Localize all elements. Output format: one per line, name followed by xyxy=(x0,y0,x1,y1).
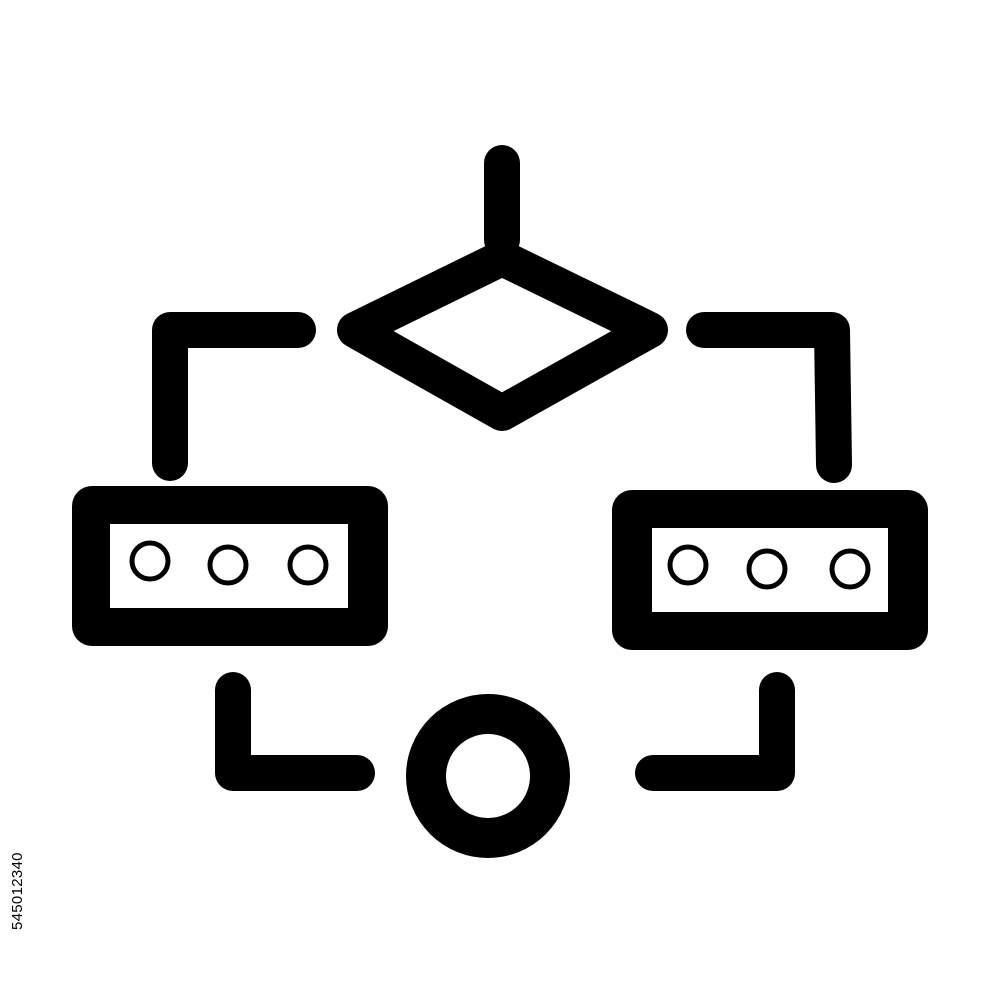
left-process-box xyxy=(72,486,388,646)
left-upper-connector xyxy=(152,312,316,481)
right-dot-2 xyxy=(746,548,788,590)
right-lower-connector xyxy=(635,672,795,791)
terminal-circle xyxy=(406,694,570,858)
left-dot-3 xyxy=(287,544,329,586)
left-dot-1 xyxy=(129,540,171,582)
right-process-box xyxy=(612,490,928,650)
left-dot-2 xyxy=(207,544,249,586)
decision-diamond xyxy=(337,240,668,431)
left-lower-connector xyxy=(215,672,375,791)
right-dot-3 xyxy=(829,548,871,590)
right-dot-1 xyxy=(667,544,709,586)
right-upper-connector xyxy=(686,312,852,483)
